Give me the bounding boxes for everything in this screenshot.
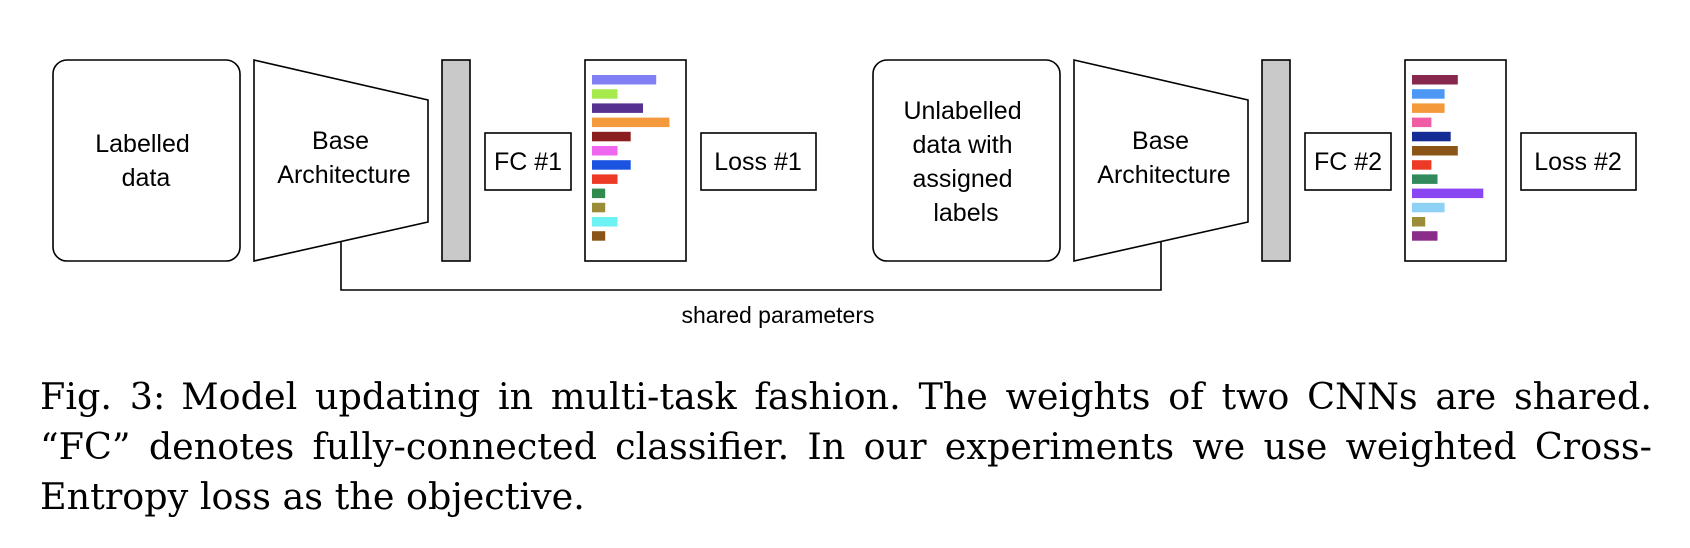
histogram-2-bar-6 [1412, 146, 1458, 156]
labelled-data-box [52, 59, 241, 262]
histogram-1-bar-3 [592, 103, 643, 113]
histogram-1-bar-9 [592, 188, 606, 199]
figure-caption: Fig. 3:Model updating in multi-task fash… [40, 372, 1652, 522]
histogram-2-bar-5 [1412, 131, 1451, 142]
base-architecture-1 [253, 58, 429, 262]
histogram-1-bar-10 [592, 202, 606, 213]
caption-text: Model updating in multi-task fashion. Th… [40, 375, 1652, 518]
feature-layer-1 [441, 59, 471, 262]
shared-parameters-label: shared parameters [681, 302, 874, 328]
histogram-2-bar-11 [1412, 217, 1426, 227]
histogram-2 [1412, 75, 1484, 241]
histogram-1-bar-6 [592, 146, 618, 156]
base-architecture-2 [1073, 58, 1249, 262]
unlabelled-data-label: Unlabelled data with assigned labels [903, 97, 1028, 227]
multi-task-diagram: Labelled data Base Architecture FC #1 Lo… [52, 58, 1637, 328]
histogram-2-bar-7 [1412, 160, 1432, 170]
histogram-2-bar-8 [1412, 174, 1438, 184]
feature-layer-2 [1261, 59, 1291, 262]
histogram-2-bar-12 [1412, 231, 1438, 241]
base-architecture-1-label: Base Architecture [277, 127, 410, 189]
histogram-1-bar-12 [592, 231, 606, 241]
branch-1: Labelled data Base Architecture FC #1 Lo… [52, 58, 817, 262]
caption-label: Fig. 3: [40, 375, 166, 418]
unlabelled-data-box [872, 59, 1061, 262]
loss2-box [1520, 132, 1637, 191]
histogram-1-bar-11 [592, 217, 618, 227]
histogram-2-bar-2 [1412, 89, 1445, 99]
histogram-1-bar-4 [592, 117, 670, 128]
histogram-1 [592, 75, 670, 241]
histogram-2-bar-4 [1412, 117, 1432, 128]
branch-2: Unlabelled data with assigned labels Bas… [872, 58, 1637, 262]
histogram-1-bar-7 [592, 160, 631, 170]
histogram-2-bar-9 [1412, 188, 1484, 199]
histogram-1-bar-2 [592, 89, 618, 99]
fc1-box [484, 132, 572, 191]
base-architecture-2-label: Base Architecture [1097, 127, 1230, 189]
histogram-1-bar-5 [592, 131, 631, 142]
fc2-box [1304, 132, 1392, 191]
histogram-2-bar-1 [1412, 75, 1458, 85]
labelled-data-label: Labelled data [95, 130, 196, 192]
histogram-2-bar-3 [1412, 103, 1445, 113]
shared-parameters-connector [340, 241, 1162, 291]
loss1-label: Loss #1 [714, 148, 802, 176]
histogram-2-bar-10 [1412, 202, 1445, 213]
fc2-label: FC #2 [1314, 148, 1382, 176]
histogram-1-bar-8 [592, 174, 618, 184]
histogram-1-bar-1 [592, 75, 657, 85]
loss1-box [700, 132, 817, 191]
fc1-label: FC #1 [494, 148, 562, 176]
loss2-label: Loss #2 [1534, 148, 1622, 176]
